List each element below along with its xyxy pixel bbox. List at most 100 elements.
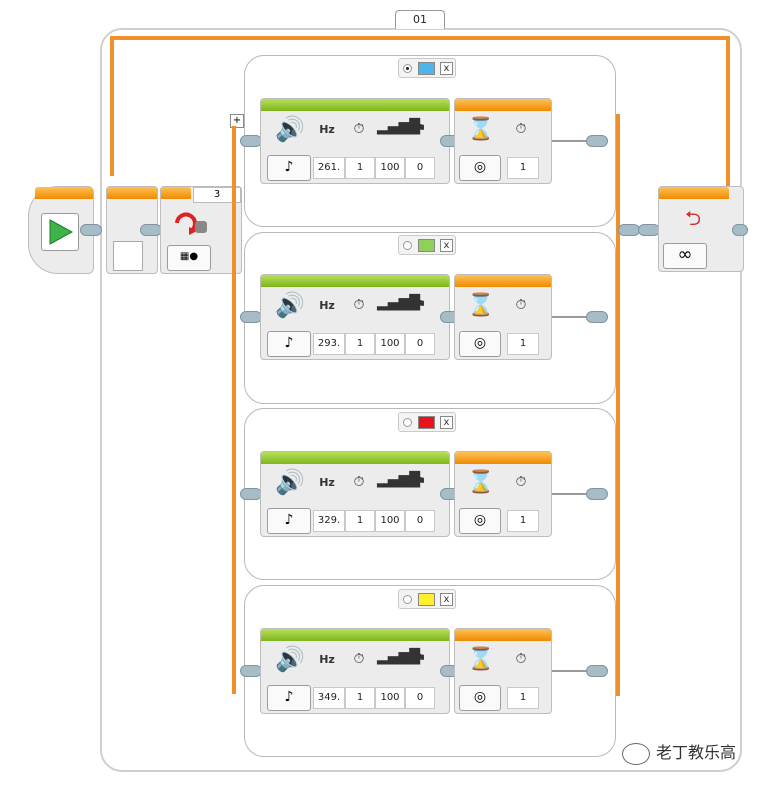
case-radio-4[interactable] (403, 595, 412, 604)
sound-input-plug-4[interactable] (240, 665, 262, 677)
add-case-button[interactable]: + (230, 114, 244, 128)
loop-wire-top (110, 36, 730, 40)
wait-block-3[interactable]: ⌛ ⏱ ◎ 1 (454, 451, 552, 537)
freq-param-2[interactable]: 293. (313, 333, 345, 355)
duration-param-1[interactable]: 1 (345, 157, 375, 179)
switch-block[interactable]: 3 ▦● (160, 186, 242, 274)
sound-mode-button-2[interactable]: ♪ (267, 331, 311, 357)
duration-param-2[interactable]: 1 (345, 333, 375, 355)
switch-value-input[interactable]: 3 (193, 187, 241, 203)
sound-input-plug-2[interactable] (240, 311, 262, 323)
sound-block-1[interactable]: 🔊 Hz ⏱ ▂▄▆█ ⚑ ♪ 261. 1 100 0 (260, 98, 450, 184)
case-color-swatch-2[interactable] (418, 239, 435, 252)
volume-icon: ▂▄▆█ (377, 472, 421, 488)
case-exit-plug-1[interactable] (586, 135, 608, 147)
case-close-3[interactable]: x (440, 416, 453, 429)
case-exit-plug-4[interactable] (586, 665, 608, 677)
case-close-2[interactable]: x (440, 239, 453, 252)
switch-mode-button[interactable]: ▦● (167, 245, 211, 271)
sound-mode-button-1[interactable]: ♪ (267, 155, 311, 181)
volume-param-1[interactable]: 100 (375, 157, 405, 179)
volume-param-2[interactable]: 100 (375, 333, 405, 355)
case-exit-plug-2[interactable] (586, 311, 608, 323)
case-exit-wire-4 (552, 670, 588, 672)
wait-mode-button-1[interactable]: ◎ (459, 155, 501, 181)
loop-end-input-plug[interactable] (638, 224, 660, 236)
duration-param-4[interactable]: 1 (345, 687, 375, 709)
case-exit-wire-3 (552, 493, 588, 495)
loop-start-plug[interactable] (140, 224, 162, 236)
wait-block-2[interactable]: ⌛ ⏱ ◎ 1 (454, 274, 552, 360)
case-color-swatch-3[interactable] (418, 416, 435, 429)
timer-icon: ⏱ (515, 474, 527, 490)
sound-mode-button-3[interactable]: ♪ (267, 508, 311, 534)
play-icon[interactable] (41, 213, 79, 251)
switch-exit-plug[interactable] (618, 224, 640, 236)
volume-icon: ▂▄▆█ (377, 649, 421, 665)
hourglass-icon: ⌛ (467, 470, 495, 495)
start-output-plug[interactable] (80, 224, 102, 236)
duration-icon: ⏱ (353, 651, 365, 667)
volume-param-4[interactable]: 100 (375, 687, 405, 709)
playtype-param-3[interactable]: 0 (405, 510, 435, 532)
play-type-icon: ⚑ (413, 121, 427, 137)
case-tab-2[interactable]: x (398, 235, 456, 255)
case-radio-2[interactable] (403, 241, 412, 250)
sound-header-3 (261, 452, 449, 464)
case-close-4[interactable]: x (440, 593, 453, 606)
freq-param-1[interactable]: 261. (313, 157, 345, 179)
wait-seconds-param-2[interactable]: 1 (507, 333, 539, 355)
case-radio-1[interactable] (403, 64, 412, 73)
case-tab-3[interactable]: x (398, 412, 456, 432)
play-type-icon: ⚑ (413, 474, 427, 490)
hz-label: Hz (319, 299, 335, 312)
case-exit-plug-3[interactable] (586, 488, 608, 500)
sound-mode-button-4[interactable]: ♪ (267, 685, 311, 711)
switch-wire-right (616, 114, 620, 696)
case-tab-1[interactable]: x (398, 58, 456, 78)
wait-mode-button-2[interactable]: ◎ (459, 331, 501, 357)
hourglass-icon: ⌛ (467, 293, 495, 318)
loop-name-tab[interactable]: 01 (395, 10, 445, 29)
wait-mode-button-4[interactable]: ◎ (459, 685, 501, 711)
case-exit-wire-1 (552, 140, 588, 142)
loop-end-header (659, 187, 729, 199)
loop-start-header (107, 187, 157, 199)
wait-block-4[interactable]: ⌛ ⏱ ◎ 1 (454, 628, 552, 714)
case-tab-4[interactable]: x (398, 589, 456, 609)
wait-header-2 (455, 275, 551, 287)
volume-param-3[interactable]: 100 (375, 510, 405, 532)
start-block-header (35, 187, 93, 199)
wait-seconds-param-3[interactable]: 1 (507, 510, 539, 532)
hz-label: Hz (319, 123, 335, 136)
wait-mode-button-3[interactable]: ◎ (459, 508, 501, 534)
case-radio-3[interactable] (403, 418, 412, 427)
loop-frame[interactable] (100, 28, 742, 772)
case-color-swatch-4[interactable] (418, 593, 435, 606)
color-sensor-icon (171, 209, 211, 241)
playtype-param-1[interactable]: 0 (405, 157, 435, 179)
hz-label: Hz (319, 476, 335, 489)
freq-param-4[interactable]: 349. (313, 687, 345, 709)
playtype-param-2[interactable]: 0 (405, 333, 435, 355)
wait-seconds-param-1[interactable]: 1 (507, 157, 539, 179)
loop-mode-button[interactable]: ∞ (663, 243, 707, 269)
wait-block-1[interactable]: ⌛ ⏱ ◎ 1 (454, 98, 552, 184)
loop-end-block[interactable]: ⮌ ∞ (658, 186, 744, 272)
sound-input-plug-1[interactable] (240, 135, 262, 147)
loop-wire-right (726, 36, 730, 196)
case-color-swatch-1[interactable] (418, 62, 435, 75)
freq-param-3[interactable]: 329. (313, 510, 345, 532)
hourglass-icon: ⌛ (467, 117, 495, 142)
playtype-param-4[interactable]: 0 (405, 687, 435, 709)
case-close-1[interactable]: x (440, 62, 453, 75)
sound-block-3[interactable]: 🔊 Hz ⏱ ▂▄▆█ ⚑ ♪ 329. 1 100 0 (260, 451, 450, 537)
sound-input-plug-3[interactable] (240, 488, 262, 500)
watermark-text: 老丁教乐高 (656, 743, 737, 762)
loop-end-output-plug[interactable] (732, 224, 748, 236)
sound-block-4[interactable]: 🔊 Hz ⏱ ▂▄▆█ ⚑ ♪ 349. 1 100 0 (260, 628, 450, 714)
loop-index-output[interactable] (113, 241, 143, 271)
wait-seconds-param-4[interactable]: 1 (507, 687, 539, 709)
duration-param-3[interactable]: 1 (345, 510, 375, 532)
sound-block-2[interactable]: 🔊 Hz ⏱ ▂▄▆█ ⚑ ♪ 293. 1 100 0 (260, 274, 450, 360)
